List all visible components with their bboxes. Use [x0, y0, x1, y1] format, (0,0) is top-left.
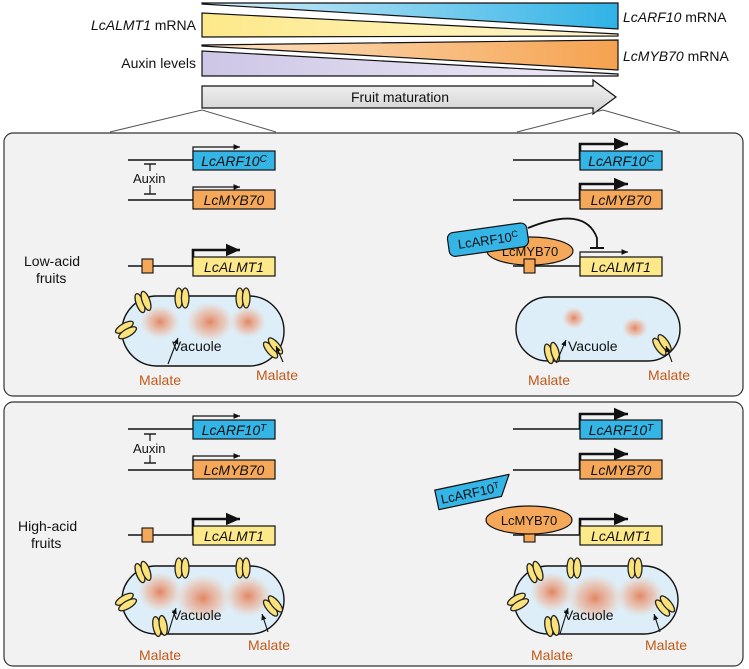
low-acid-label-line2: fruits [36, 270, 66, 286]
svg-text:LcARF10T: LcARF10T [589, 422, 654, 438]
lcmyb70-mrna-label: LcMYB70 mRNA [623, 48, 729, 64]
low-left-arf10-gene: LcARF10 [201, 153, 260, 169]
fruit-maturation-arrow [201, 78, 618, 116]
high-left-genes: LcARF10T Auxin LcMYB70 LcALMT1 [128, 413, 276, 546]
lcmyb70-mrna-wedge [201, 39, 619, 71]
high-right-arf10-gene: LcARF10 [589, 422, 648, 438]
auxin-levels-wedge [201, 50, 619, 77]
high-left-malate-label-2: Malate [248, 637, 290, 653]
svg-text:LcARF10C: LcARF10C [457, 228, 520, 251]
high-right-arf10-protein-suffix: T [492, 480, 500, 491]
low-left-malate-label-2: Malate [256, 367, 298, 383]
low-right-malate-label-1: Malate [528, 372, 570, 388]
low-left-auxin-label: Auxin [133, 171, 166, 186]
svg-text:LcARF10C: LcARF10C [201, 153, 267, 169]
low-acid-label-line1: Low-acid [24, 253, 80, 269]
header-gradients [201, 2, 619, 77]
svg-text:LcARF10T: LcARF10T [202, 422, 267, 438]
low-right-genes: LcARF10C LcMYB70 LcALMT1 LcMYB70 LcARF10… [446, 137, 663, 277]
lcmyb70-mrna-gene: LcMYB70 [623, 48, 684, 64]
high-left-vacuole-label: Vacuole [172, 607, 222, 623]
high-right-malate-label-2: Malate [645, 637, 687, 653]
low-right-arf10-gene: LcARF10 [588, 153, 647, 169]
high-left-arf10-gene: LcARF10 [202, 422, 261, 438]
low-left-genes: LcARF10C Auxin LcMYB70 LcALMT1 [128, 144, 276, 277]
lcalmt1-mrna-wedge [201, 12, 619, 38]
high-left-malate-label-1: Malate [139, 647, 181, 663]
high-right-vacuole: Vacuole Malate Malate [505, 557, 687, 663]
high-right-vacuole-label: Vacuole [564, 607, 614, 623]
high-left-myb70-gene: LcMYB70 [204, 462, 265, 478]
high-right-myb70-protein-label: LcMYB70 [501, 513, 557, 528]
high-right-myb70-gene: LcMYB70 [591, 462, 652, 478]
zoom-lines-right [516, 109, 681, 133]
lcarf10-mrna-label: LcARF10 mRNA [623, 9, 727, 25]
lcarf10-mrna-wedge [201, 2, 619, 30]
svg-text:LcARF10C: LcARF10C [588, 153, 654, 169]
lcalmt1-mrna-suffix: mRNA [151, 17, 197, 33]
low-right-vacuole: Vacuole Malate Malate [515, 296, 690, 388]
lcarf10-mrna-gene: LcARF10 [623, 9, 682, 25]
high-acid-label-line1: High-acid [18, 518, 77, 534]
low-right-arf10-suffix: C [647, 154, 655, 165]
lcalmt1-mrna-label: LcALMT1 mRNA [91, 17, 197, 33]
high-right-arf10-suffix: T [647, 423, 654, 434]
high-left-vacuole: Vacuole Malate Malate [113, 557, 290, 663]
low-left-myb70-gene: LcMYB70 [204, 192, 265, 208]
high-right-malate-label-1: Malate [531, 647, 573, 663]
lcarf10-mrna-suffix: mRNA [681, 9, 727, 25]
low-left-malate-label-1: Malate [139, 372, 181, 388]
low-left-vacuole-label: Vacuole [172, 338, 222, 354]
low-right-arf10-protein-suffix: C [511, 228, 519, 239]
high-left-almt1-gene: LcALMT1 [204, 528, 264, 544]
fruit-maturation-label: Fruit maturation [351, 89, 449, 105]
lcalmt1-mrna-gene: LcALMT1 [91, 17, 151, 33]
low-right-myb70-gene: LcMYB70 [591, 192, 652, 208]
low-right-almt1-gene: LcALMT1 [591, 259, 651, 275]
high-left-arf10-suffix: T [260, 423, 267, 434]
lcmyb70-mrna-suffix: mRNA [684, 48, 730, 64]
high-left-auxin-label: Auxin [133, 441, 166, 456]
low-left-vacuole: Vacuole Malate Malate [113, 287, 298, 388]
low-right-arf10-protein-label: LcARF10 [457, 229, 513, 251]
high-right-genes: LcARF10T LcMYB70 LcARF10T LcALMT1 LcMYB7… [434, 407, 663, 546]
high-right-almt1-gene: LcALMT1 [591, 528, 651, 544]
zoom-lines-left [109, 109, 277, 133]
low-left-arf10-suffix: C [260, 154, 268, 165]
high-right-myb70-protein [485, 505, 573, 535]
high-right-arf10-protein [434, 473, 510, 511]
auxin-levels-label: Auxin levels [121, 55, 196, 71]
low-right-arf10-protein [446, 222, 530, 257]
high-acid-label-line2: fruits [31, 535, 61, 551]
low-right-malate-label-2: Malate [648, 367, 690, 383]
low-left-almt1-gene: LcALMT1 [204, 259, 264, 275]
low-right-vacuole-label: Vacuole [568, 338, 618, 354]
